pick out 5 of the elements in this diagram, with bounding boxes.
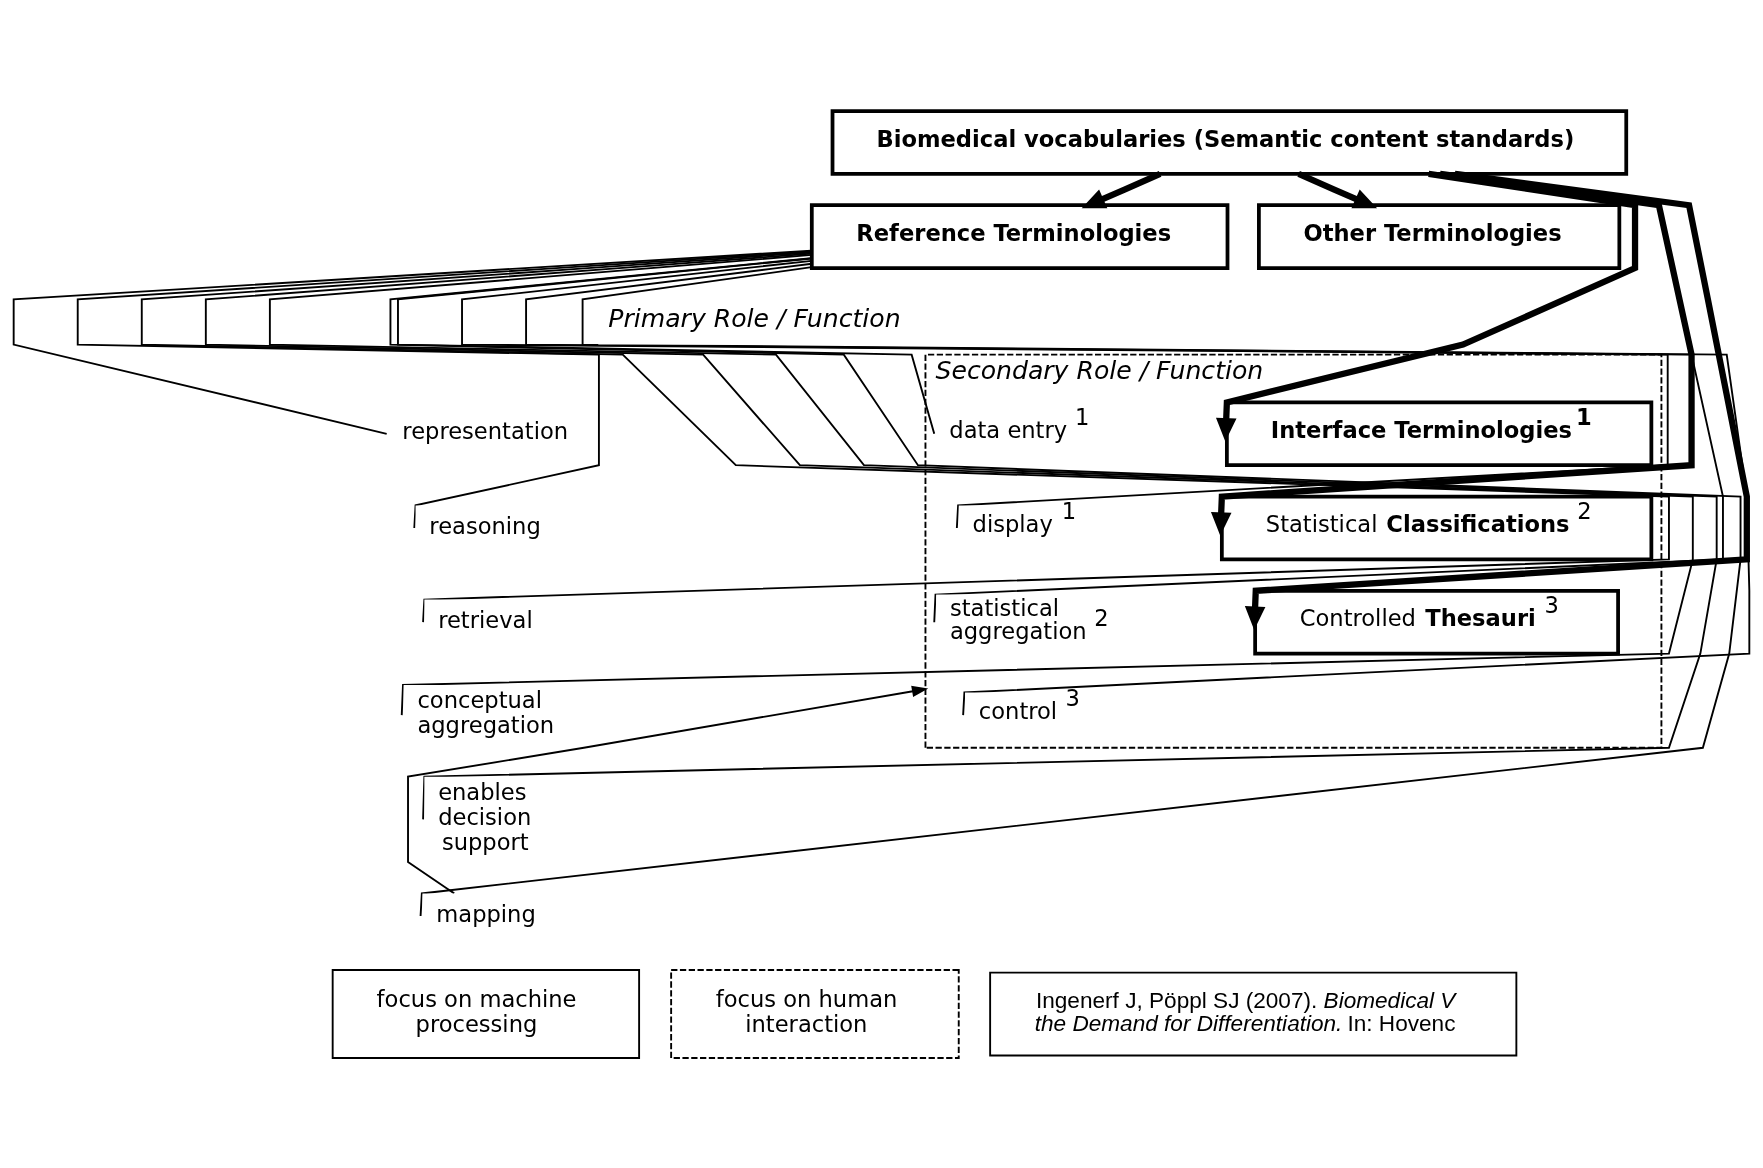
label: Primary Role / Function (608, 303, 901, 333)
node-text: mapping (436, 900, 536, 927)
node-text: reasoning (429, 512, 541, 539)
node-text: representation (402, 417, 569, 444)
node-text: conceptual aggregation (417, 686, 555, 738)
